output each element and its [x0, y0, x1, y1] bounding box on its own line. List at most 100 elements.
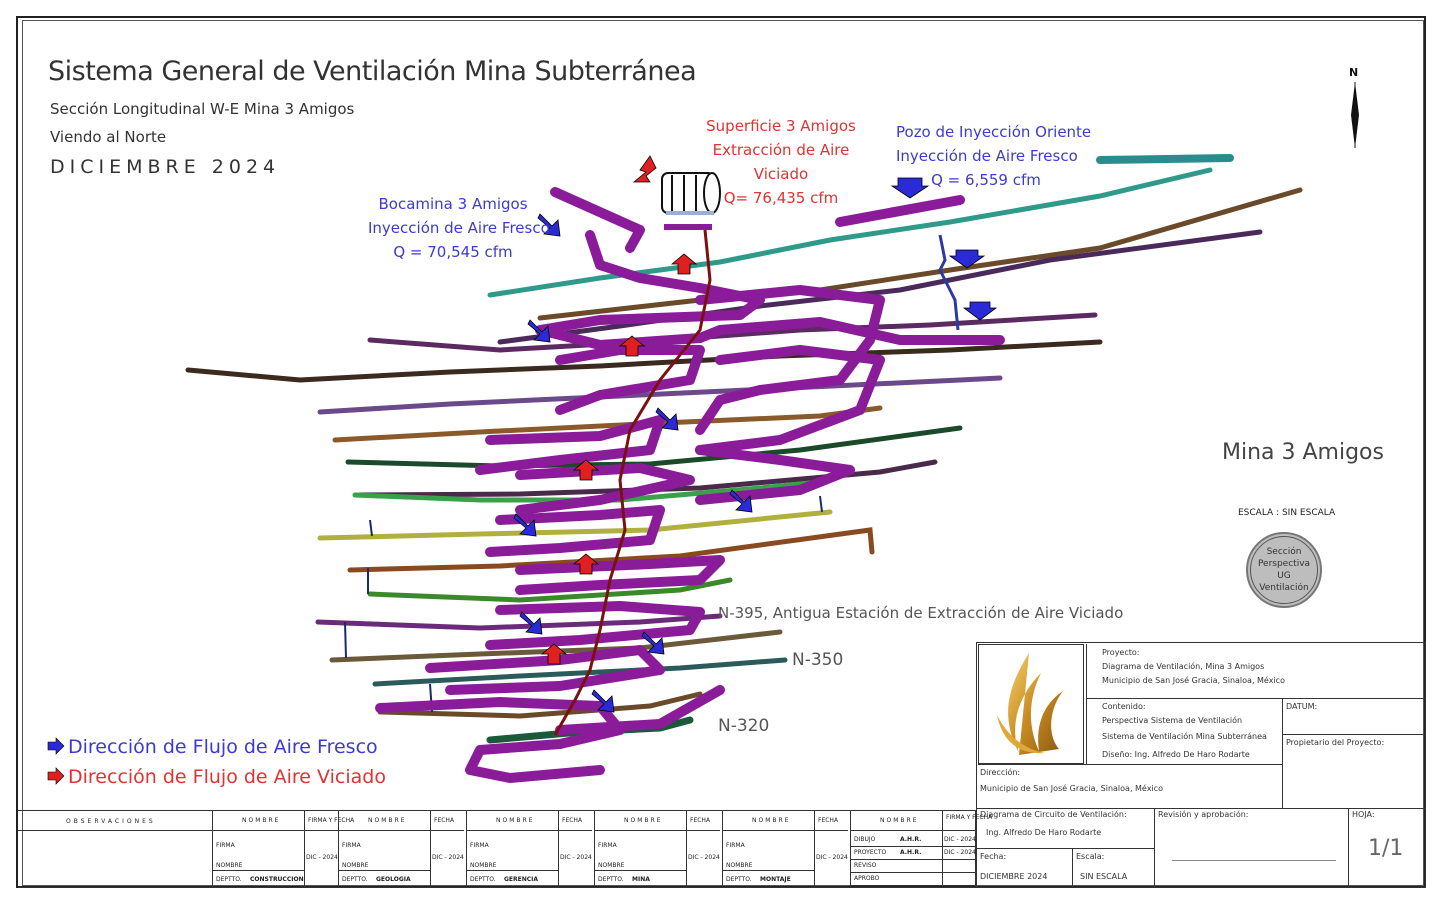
- tb-divider-5: [978, 764, 1282, 765]
- logo-box: [978, 644, 1084, 764]
- tb-divider-1: [1086, 644, 1087, 764]
- drift-level-12: [347, 527, 875, 573]
- sig-col-divider: [850, 810, 851, 888]
- sig-col-date: DIC - 2024: [560, 854, 592, 861]
- tb-owner: Propietario del Proyecto:: [1286, 738, 1385, 747]
- sig-col-fecha: FECHA: [562, 817, 583, 824]
- fresh-arrow-1: [890, 177, 930, 199]
- sig-approval-line: [850, 885, 976, 886]
- sig-col-nombre-small: NOMBRE: [216, 862, 243, 869]
- tb-scale-value: SIN ESCALA: [1080, 872, 1128, 881]
- stamp-ring: [1250, 536, 1318, 604]
- fresh-arrow-2: [948, 249, 986, 269]
- tb-project-1: Diagrama de Ventilación, Mina 3 Amigos: [1102, 662, 1265, 671]
- sig-col-row-line: [212, 870, 304, 871]
- fresh-arrow-5: [527, 319, 551, 343]
- tb-address-label: Dirección:: [980, 768, 1021, 777]
- mine-name: Mina 3 Amigos: [1222, 440, 1384, 465]
- adit-line2: Inyección de Aire Fresco: [368, 219, 550, 237]
- tb-address: Municipio de San José Gracia, Sinaloa, M…: [980, 784, 1163, 793]
- sig-col-dept-value: CONSTRUCCION: [250, 876, 304, 883]
- sig-col-depto: DEPTTO.: [216, 876, 242, 883]
- sig-col-subdivider: [558, 810, 559, 888]
- sig-col-row-line: [594, 870, 686, 871]
- sig-col-firma: FIRMA: [342, 842, 361, 849]
- drift-level-2: [537, 187, 1303, 321]
- tb-divider-3: [1282, 698, 1283, 808]
- level-n320-label: N-320: [718, 716, 770, 736]
- adit-flow: Q = 70,545 cfm: [393, 243, 513, 261]
- signature-strip: [18, 810, 976, 888]
- exhaust-flow: Q= 76,435 cfm: [723, 189, 839, 207]
- tb-date-label: Fecha:: [980, 852, 1007, 861]
- drift-level-16: [372, 657, 788, 687]
- fan-collar: [664, 224, 712, 230]
- drift-level-11: [317, 509, 833, 541]
- tb-review-label: Revisión y aprobación:: [1158, 810, 1249, 819]
- sig-col-date: DIC - 2024: [688, 854, 720, 861]
- north-label: N: [1349, 66, 1359, 79]
- stale-arrow-2: [670, 253, 698, 275]
- tb-datum: DATUM:: [1286, 702, 1318, 711]
- sig-col-nombre-small: NOMBRE: [342, 862, 369, 869]
- review-signature-line: [1172, 860, 1336, 861]
- sig-approval-role: APROBO: [854, 875, 880, 882]
- legend-fresh-label: Dirección de Flujo de Aire Fresco: [68, 736, 378, 758]
- sig-col-firma: FIRMA: [726, 842, 745, 849]
- sig-col-nombre-small: NOMBRE: [598, 862, 625, 869]
- sig-col-depto: DEPTTO.: [470, 876, 496, 883]
- fresh-arrow-7: [729, 489, 753, 513]
- legend-stale-label: Dirección de Flujo de Aire Viciado: [68, 766, 386, 788]
- fresh-arrow-11: [591, 689, 615, 713]
- drift-level-14: [315, 613, 723, 631]
- sig-col-dept-value: GEOLOGIA: [376, 876, 411, 883]
- drift-level-17: [377, 691, 703, 719]
- drift-level-1: [487, 167, 1213, 298]
- fresh-arrow-4: [537, 213, 561, 237]
- injection-shaft: [938, 234, 960, 331]
- scale-label: ESCALA : SIN ESCALA: [1238, 508, 1336, 518]
- sig-col-fecha: FIRMA Y FECHA: [308, 817, 355, 824]
- sig-col-row-line: [338, 870, 430, 871]
- sig-col-subdivider: [814, 810, 815, 888]
- sig-col-date: DIC - 2024: [432, 854, 464, 861]
- sig-approval-role: PROYECTO: [854, 849, 887, 856]
- stale-arrow-5: [572, 553, 600, 575]
- legend-stale-arrow-icon: [47, 767, 65, 785]
- sig-col-firma: FIRMA: [216, 842, 235, 849]
- tb-date-value: DICIEMBRE 2024: [980, 872, 1048, 881]
- sig-col-dept-value: MONTAJE: [760, 876, 791, 883]
- connector-1: [369, 519, 373, 537]
- sig-col-depto: DEPTTO.: [342, 876, 368, 883]
- level-n350-label: N-350: [792, 650, 844, 670]
- tb-divider-8: [1348, 808, 1349, 888]
- drift-level-8: [345, 425, 963, 469]
- drift-level-9: [357, 459, 938, 498]
- sig-col-divider: [212, 810, 213, 888]
- tb-sheet-value: 1/1: [1368, 836, 1404, 861]
- legend-fresh-arrow-icon: [47, 737, 65, 755]
- sig-col-dept-value: MINA: [632, 876, 650, 883]
- injection-east-flow: Q = 6,559 cfm: [931, 171, 1041, 189]
- sig-col-nombre: NOMBRE: [368, 817, 407, 824]
- tb-diagram-label: Diagrama de Circuito de Ventilación:: [980, 810, 1127, 819]
- tb-content-label: Contenido:: [1102, 702, 1146, 711]
- injection-east-line2: Inyección de Aire Fresco: [896, 147, 1078, 165]
- sig-observaciones: OBSERVACIONES: [66, 818, 156, 825]
- exhaust-shaft: [553, 229, 712, 736]
- sig-col-header-line: [850, 830, 976, 831]
- sig-col-date: DIC - 2024: [816, 854, 848, 861]
- sig-approval-role: REVISO: [854, 862, 877, 869]
- sig-col-subdivider: [430, 810, 431, 888]
- sig-col-row-line: [722, 870, 814, 871]
- tb-divider-10: [1072, 848, 1073, 888]
- sig-col-firma-fecha: FIRMA Y FECHA: [946, 814, 993, 821]
- sig-col-header-line: [212, 830, 338, 831]
- view-subtitle: Viendo al Norte: [50, 128, 167, 146]
- sig-col-dept-value: GERENCIA: [504, 876, 539, 883]
- injection-east-label: Pozo de Inyección Oriente Inyección de A…: [896, 120, 1091, 192]
- sig-col-nombre: NOMBRE: [880, 817, 919, 824]
- surface-fan: [661, 172, 721, 215]
- sig-col-depto: DEPTTO.: [726, 876, 752, 883]
